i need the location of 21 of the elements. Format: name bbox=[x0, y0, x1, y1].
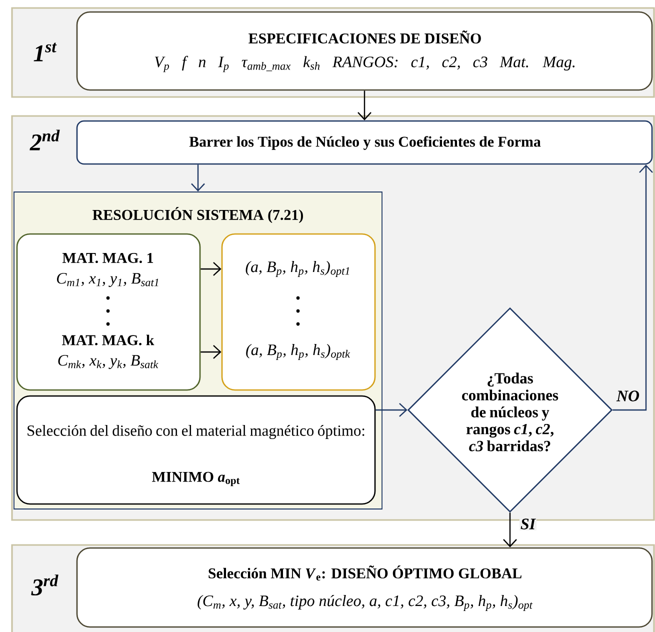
node-label: MAT. MAG. 1 bbox=[62, 252, 154, 264]
process-box: Selección MIN V$_{e}$: DISEÑO ÓPTIMO GLOBAL (C$_{m}$, x, y, B$_{sat}$, tipo núcleo, a, c1, c2, c3, B$_{p}$, h$_{p}$, h$_{s}$)$_{opt}$ bbox=[76, 547, 653, 628]
node-label: C$_{mk}$, x$_{k}$, y$_{k}$, B$_{satk}$ bbox=[58, 355, 158, 369]
process-box: Barrer los Tipos de Núcleo y sus Coeficientes de Forma bbox=[76, 120, 653, 165]
arrow bbox=[358, 90, 372, 120]
node-label: MAT. MAG. k bbox=[62, 334, 154, 346]
node-label: (a, B$_{p}$, h$_{p}$, h$_{s}$)$_{opt1}$ bbox=[246, 260, 350, 278]
arrow bbox=[200, 345, 222, 359]
result-box: (a, B$_{p}$, h$_{p}$, h$_{s}$)$_{opt1}$ (a, B$_{p}$, h$_{p}$, h$_{s}$)$_{optk}$ bbox=[221, 233, 376, 391]
process-box: MAT. MAG. 1 C$_{m1}$, x$_{1}$, y$_{1}$, B$_{sat1}$ MAT. MAG. k C$_{mk}$, x$_{k}$, y$_{k}$, B$_{satk}$ bbox=[16, 233, 201, 391]
arrow bbox=[200, 262, 222, 276]
arrow bbox=[612, 164, 653, 411]
node-label: (a, B$_{p}$, h$_{p}$, h$_{s}$)$_{optk}$ bbox=[246, 344, 350, 360]
arrow bbox=[503, 512, 517, 548]
edge-label: SI bbox=[519, 518, 537, 530]
process-box: ESPECIFICACIONES DE DISEÑO V$_{p}$ f n I$_{p}$ τ$_{amb_max}$ k$_{sh}$ RANGOS: c1, c2, c3 Mat. Mag. bbox=[76, 11, 653, 91]
process-box: Selección del diseño con el material magnético óptimo: MINIMO a$_{opt}$ bbox=[16, 395, 376, 505]
arrow bbox=[376, 403, 408, 417]
node-label: C$_{m1}$, x$_{1}$, y$_{1}$, B$_{sat1}$ bbox=[56, 273, 158, 287]
edge-label: NO bbox=[616, 390, 641, 402]
arrow bbox=[191, 164, 205, 192]
